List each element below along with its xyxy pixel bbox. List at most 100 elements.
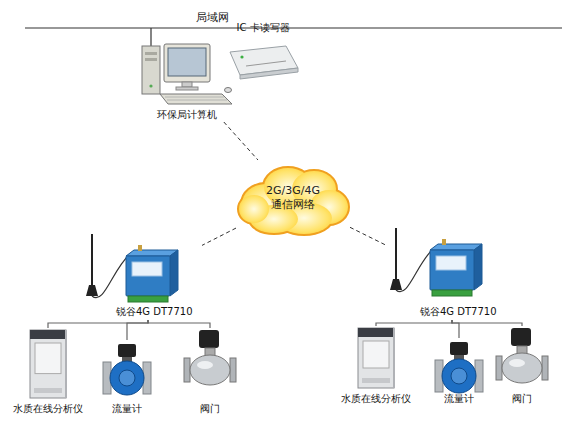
router-top xyxy=(430,244,482,250)
valve-coil xyxy=(199,330,219,348)
illustration-group xyxy=(358,328,394,388)
drive-slot xyxy=(145,52,157,55)
device-label: 阀门 xyxy=(512,393,532,405)
node-text-group: 2G/3G/4G 通信网络 xyxy=(258,184,328,212)
network-cloud: 2G/3G/4G 通信网络 xyxy=(236,160,350,238)
antenna-base xyxy=(390,279,402,290)
card-reader-node: IC 卡读写器 xyxy=(222,22,304,78)
device-label: 环保局计算机 xyxy=(157,109,217,121)
flowmeter-node: 流量计 xyxy=(98,340,156,416)
valve-node: 阀门 xyxy=(180,328,240,416)
keyboard xyxy=(160,94,232,104)
valve-flange xyxy=(496,356,502,380)
flowmeter-body xyxy=(442,359,476,393)
analyzer-top-panel xyxy=(358,328,394,337)
computer-node: 环保局计算机 xyxy=(138,40,236,122)
valve-highlight xyxy=(509,359,525,367)
cloud-outline xyxy=(239,195,269,223)
device-label: 流量计 xyxy=(112,403,142,415)
valve-flange xyxy=(230,358,236,382)
device-illustration xyxy=(180,328,240,416)
node-text-group: 锐谷4G DT7710 xyxy=(116,306,193,318)
illustration-group xyxy=(390,228,482,296)
flowmeter-head xyxy=(118,344,136,357)
router-side xyxy=(170,250,178,296)
analyzer-cabinet xyxy=(358,328,394,388)
node-text-group: 阀门 xyxy=(492,393,552,405)
analyzer-vent xyxy=(362,378,390,383)
illustration-group xyxy=(239,168,348,234)
analyzer-top-panel xyxy=(30,330,66,339)
lan-drop-line xyxy=(150,28,151,46)
analyzer-cabinet xyxy=(30,330,66,398)
analyzer-window xyxy=(363,341,389,368)
device-label: 锐谷4G DT7710 xyxy=(116,306,193,318)
node-text-group: 流量计 xyxy=(98,403,156,415)
reader-edge xyxy=(240,68,298,79)
valve-flange xyxy=(542,356,548,380)
flowmeter-bore xyxy=(119,370,135,386)
router-side xyxy=(474,244,482,290)
cloud-fill xyxy=(239,195,269,223)
network-name: 局域网 xyxy=(196,10,229,25)
device-label: 阀门 xyxy=(200,403,220,415)
analyzer-window xyxy=(35,343,61,374)
device-illustration xyxy=(386,226,498,320)
status-led xyxy=(240,55,243,58)
router-node: 锐谷4G DT7710 xyxy=(82,232,202,320)
pc-tower xyxy=(142,46,160,94)
node-text-group: 环保局计算机 xyxy=(138,109,236,121)
analyzer-vent xyxy=(34,388,62,393)
illustration-group xyxy=(230,46,298,79)
illustration-group xyxy=(184,330,236,385)
drive-slot xyxy=(145,58,157,61)
signal-wire xyxy=(376,320,452,326)
flowmeter-body xyxy=(110,361,144,395)
flowmeter-head xyxy=(450,342,468,355)
terminal-strip xyxy=(432,290,472,296)
router-node: 锐谷4G DT7710 xyxy=(386,226,498,320)
illustration-group xyxy=(435,342,483,393)
node-text-group: 阀门 xyxy=(180,403,240,415)
analyzer-node: 水质在线分析仪 xyxy=(338,326,414,406)
illustration-group xyxy=(30,330,66,398)
monitor-stand xyxy=(182,82,192,87)
analyzer-side xyxy=(65,330,67,398)
terminal-strip xyxy=(128,296,168,302)
monitor-frame xyxy=(164,44,210,82)
antenna-cable xyxy=(396,248,434,292)
signal-wire xyxy=(452,320,522,326)
card-slot xyxy=(246,61,286,66)
wireless-link xyxy=(224,122,258,160)
antenna-port xyxy=(442,239,446,245)
node-text-group: 锐谷4G DT7710 xyxy=(420,306,497,318)
router-front xyxy=(430,250,474,290)
router-top xyxy=(126,250,178,256)
device-label: IC 卡读写器 xyxy=(236,22,289,34)
signal-wire xyxy=(148,320,210,328)
node-text-group: IC 卡读写器 xyxy=(222,22,304,34)
node-text-group: 水质在线分析仪 xyxy=(338,393,414,405)
monitor-base xyxy=(176,87,198,90)
node-text-group: 流量计 xyxy=(430,393,488,405)
illustration-group xyxy=(103,344,151,395)
illustration-group xyxy=(496,328,548,383)
device-label: 水质在线分析仪 xyxy=(13,403,83,415)
lan-bus-line xyxy=(25,27,562,28)
router-sticker xyxy=(436,256,466,270)
keyboard-keys xyxy=(165,97,227,100)
analyzer-node: 水质在线分析仪 xyxy=(10,328,86,416)
antenna-rod xyxy=(91,234,93,286)
flowmeter-bore xyxy=(451,368,467,384)
valve-highlight xyxy=(197,361,213,369)
valve-coil xyxy=(511,328,531,346)
device-label: 流量计 xyxy=(444,393,474,405)
antenna-cable xyxy=(92,254,130,298)
signal-wire xyxy=(127,320,148,340)
connector-layer xyxy=(48,122,522,340)
device-illustration xyxy=(10,328,86,416)
node-text-group: 水质在线分析仪 xyxy=(10,403,86,415)
device-label: 锐谷4G DT7710 xyxy=(420,306,497,318)
device-label: 水质在线分析仪 xyxy=(341,393,411,405)
